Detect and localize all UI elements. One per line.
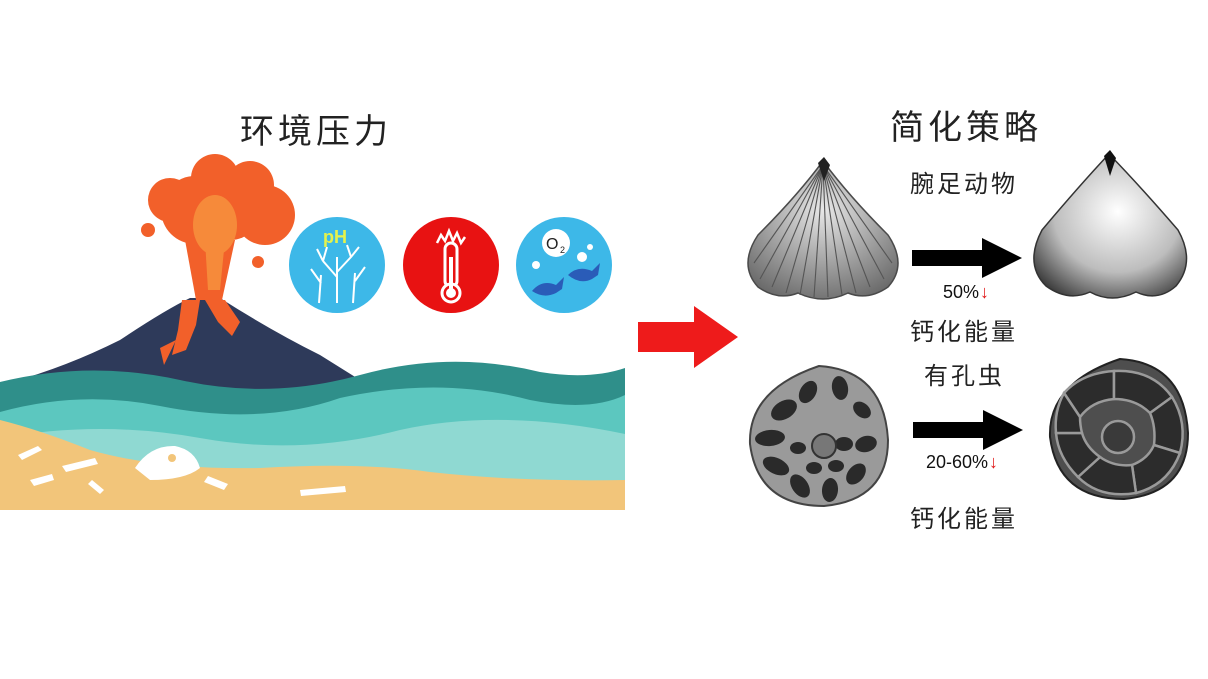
foraminifera-down-arrow-icon: ↓ [989, 452, 999, 472]
brachiopod-change: 50%↓ [943, 282, 989, 303]
foraminifera-change: 20-60%↓ [926, 452, 998, 473]
foraminifera-change-value: 20-60% [926, 452, 989, 472]
fossil-bones [18, 445, 346, 496]
brachiopod-metric: 钙化能量 [910, 318, 1018, 346]
brachiopod-change-value: 50% [943, 282, 980, 302]
oxygen-label: O [546, 236, 558, 253]
foraminifera-metric: 钙化能量 [910, 505, 1018, 533]
thermometer-icon [403, 217, 499, 313]
brachiopod-arrow-icon [912, 238, 1022, 278]
sand-seabed [0, 420, 625, 510]
ph-coral-icon: pH [289, 217, 385, 313]
foraminifera-label: 有孔虫 [924, 362, 1005, 390]
ph-label: pH [323, 227, 347, 247]
lava-flow [172, 300, 200, 355]
foraminifera-thick-shell [748, 364, 890, 508]
right-title: 简化策略 [890, 108, 1042, 148]
brachiopod-smooth-shell [1033, 150, 1188, 299]
eruption-cloud [141, 154, 295, 300]
environment-scene [0, 154, 625, 510]
brachiopod-down-arrow-icon: ↓ [980, 282, 990, 302]
red-arrow-icon [638, 306, 738, 368]
brachiopod-ribbed-shell [747, 157, 899, 300]
oxygen-fish-icon: O 2 [516, 217, 612, 313]
foraminifera-thin-shell [1048, 357, 1190, 501]
foraminifera-arrow-icon [913, 410, 1023, 450]
oxygen-subscript: 2 [560, 245, 565, 255]
left-title: 环境压力 [240, 112, 392, 152]
brachiopod-label: 腕足动物 [910, 170, 1018, 198]
